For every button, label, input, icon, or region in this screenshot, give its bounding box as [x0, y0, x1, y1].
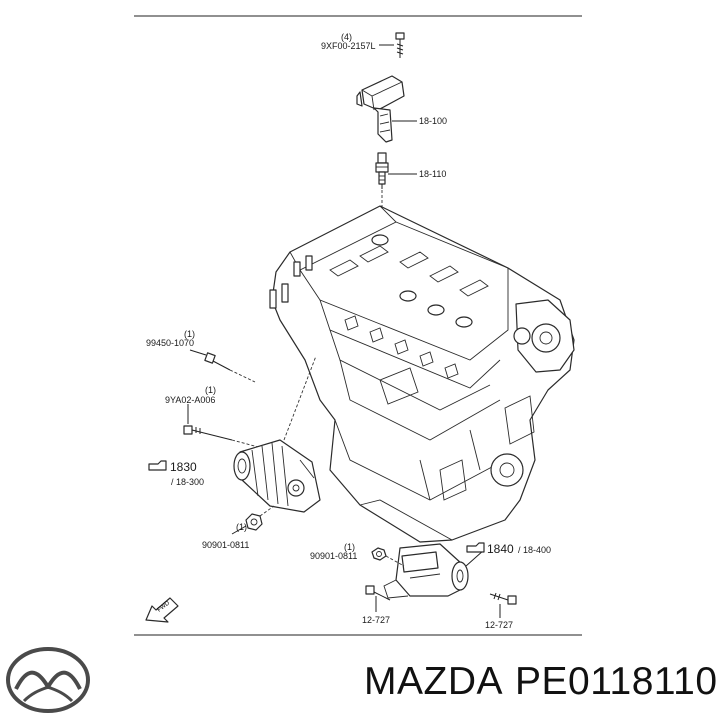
starter-bolt-left — [365, 585, 391, 601]
hand-pointer-icon — [466, 542, 485, 553]
bolt-9ya02 — [183, 425, 233, 441]
leader-bolt-99450 — [189, 349, 207, 356]
ignition-coil — [356, 75, 405, 143]
code-90901-left: 90901-0811 — [202, 540, 249, 550]
qty-90901-right: (1) — [344, 542, 355, 552]
code-9ya02: 9YA02-A006 — [165, 395, 215, 405]
starter-motor — [383, 543, 469, 599]
nut-90901-left — [245, 513, 263, 531]
leader-nut-left — [231, 525, 247, 535]
code-12-727-left: 12-727 — [362, 615, 390, 625]
qty-99450: (1) — [184, 329, 195, 339]
bolt-99450 — [204, 352, 231, 371]
ref-num-1840: 1840 — [487, 542, 514, 556]
qty-9xf00: (4) — [341, 32, 352, 42]
part-number-caption: MAZDA PE0118110 — [364, 660, 720, 704]
code-18-100: 18-100 — [419, 116, 447, 126]
fwd-arrow-icon: FWD — [145, 597, 179, 623]
code-18-110: 18-110 — [419, 169, 446, 179]
dash-nut-right — [385, 555, 405, 567]
ref-num-1830: 1830 — [170, 460, 197, 474]
code-99450: 99450-1070 — [146, 338, 194, 348]
ref-1830[interactable]: 1830 — [148, 460, 197, 474]
code-12-727-right: 12-727 — [485, 620, 513, 630]
dash-bolt-99450 — [229, 369, 256, 383]
starter-bolt-right — [489, 592, 517, 605]
alternator — [233, 439, 321, 513]
code-9xf00: 9XF00-2157L — [321, 41, 376, 51]
engine-block — [269, 205, 575, 543]
coil-bolt — [395, 32, 405, 58]
brand-name: MAZDA — [364, 660, 503, 703]
part-number: PE0118110 — [515, 660, 718, 703]
mazda-logo-icon — [6, 647, 90, 713]
leader-starter — [465, 549, 485, 567]
nut-90901-right — [371, 547, 387, 561]
qty-9ya02: (1) — [205, 385, 216, 395]
sub-18-400: / 18-400 — [518, 545, 551, 555]
spark-plug — [375, 152, 389, 189]
code-90901-right: 90901-0811 — [310, 551, 357, 561]
ref-1840[interactable]: 1840 — [466, 542, 514, 556]
dash-nut-left — [259, 505, 275, 517]
leader-engine-mount — [283, 355, 317, 441]
hand-pointer-icon — [148, 460, 167, 471]
qty-90901-left: (1) — [236, 522, 247, 532]
sub-18-300: / 18-300 — [171, 477, 204, 487]
